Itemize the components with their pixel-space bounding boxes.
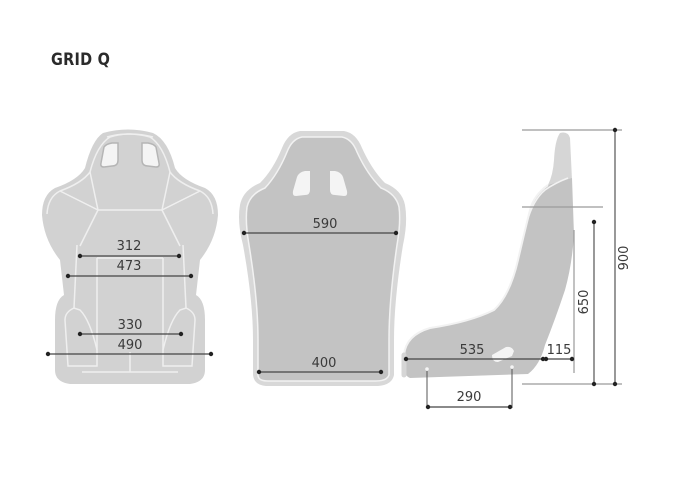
dim-312: 312: [77, 239, 182, 259]
svg-text:590: 590: [313, 217, 338, 232]
dim-330: 330: [77, 318, 184, 337]
svg-text:490: 490: [118, 338, 143, 353]
dim-290: 290: [425, 369, 513, 410]
svg-text:400: 400: [312, 356, 337, 371]
svg-text:290: 290: [457, 390, 482, 405]
svg-text:330: 330: [118, 318, 143, 333]
svg-text:312: 312: [117, 239, 142, 254]
svg-text:650: 650: [577, 290, 592, 315]
product-title: GRID Q: [51, 50, 111, 70]
front-seat-shell: [42, 129, 218, 384]
front-view: 312 473 330 490: [42, 129, 218, 384]
dim-400: 400: [256, 356, 384, 375]
svg-text:115: 115: [547, 343, 572, 358]
dim-490: 490: [45, 338, 214, 357]
dim-590: 590: [241, 217, 399, 236]
svg-text:473: 473: [117, 259, 142, 274]
harness-slot-right: [141, 142, 160, 168]
side-seat-shell: [404, 178, 574, 378]
back-harness-slot-right: [330, 171, 348, 196]
svg-text:535: 535: [460, 343, 485, 358]
dim-900: 900: [612, 127, 632, 387]
dim-473: 473: [65, 259, 194, 279]
side-headrest: [548, 132, 572, 185]
svg-text:900: 900: [617, 246, 632, 271]
harness-slot-left: [100, 142, 119, 168]
back-harness-slot-left: [292, 171, 310, 196]
dim-650: 650: [577, 219, 597, 387]
dim-115: 115: [543, 343, 575, 362]
back-view: 590 400: [239, 131, 407, 386]
side-view: 900 650 535 115 290: [401, 127, 632, 410]
side-slot: [492, 346, 514, 362]
dim-535: 535: [403, 343, 546, 362]
back-seat-inner: [245, 136, 401, 382]
